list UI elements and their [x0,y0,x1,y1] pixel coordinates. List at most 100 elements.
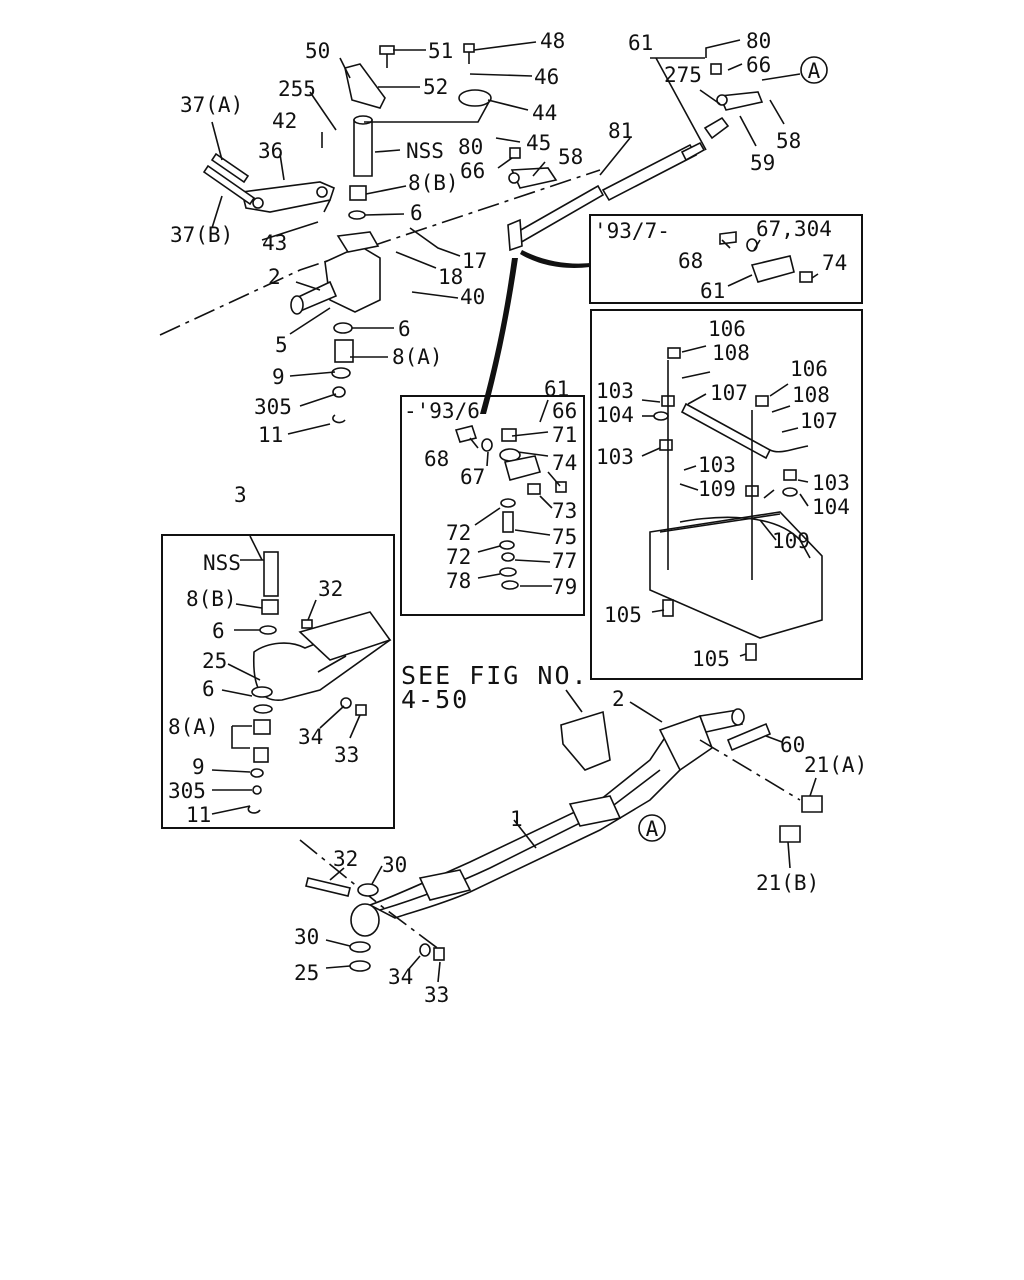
label-37b: 37(B) [170,223,233,247]
washer-6-upper [348,210,366,220]
label-nss-box3: NSS [203,551,241,575]
label-32-box3: 32 [318,577,343,601]
axle-beam-1 [350,708,772,937]
label-6-box3-a: 6 [212,619,225,643]
label-67: 67 [460,465,485,489]
label-50: 50 [305,39,330,63]
label-72-a: 72 [446,521,471,545]
label-106-b: 106 [790,357,828,381]
inset-box-93-7 [589,214,863,304]
label-275: 275 [664,63,702,87]
bolt-48 [463,43,475,64]
label-2-bottom: 2 [612,687,625,711]
label-51: 51 [428,39,453,63]
label-106-a: 106 [708,317,746,341]
label-34-bottom: 34 [388,965,413,989]
label-61-box-a: 61 [700,279,725,303]
label-6-top: 6 [410,201,423,225]
label-103-a: 103 [596,379,634,403]
bushing-8b-upper [349,185,367,201]
inset-box-axle-3 [161,534,395,829]
label-45: 45 [526,131,551,155]
label-107-b: 107 [800,409,838,433]
inset-93-6-parts [454,425,567,590]
label-255: 255 [278,77,316,101]
label-18: 18 [438,265,463,289]
label-40: 40 [460,285,485,309]
tie-rod-rod [507,184,605,252]
drag-link-81 [601,116,730,202]
label-52: 52 [423,75,448,99]
label-25-box3: 25 [202,649,227,673]
label-305-knuckle: 305 [254,395,292,419]
bracket-50 [344,63,386,109]
label-11-box3: 11 [186,803,211,827]
label-60: 60 [780,733,805,757]
kingpin-lower-parts [331,322,354,424]
axle-bottom-parts [305,710,823,972]
inset-box-stabilizer [590,309,863,680]
tie-rod-end-58-right [716,91,764,111]
label-68-box-b: 68 [424,447,449,471]
label-9-knuckle: 9 [272,365,285,389]
label-33-box3: 33 [334,743,359,767]
label-11-knuckle: 11 [258,423,283,447]
label-32-bottom: 32 [333,847,358,871]
bolts-37 [202,152,256,206]
label-109-b: 109 [772,529,810,553]
label-105-a: 105 [604,603,642,627]
label-67-304: 67,304 [756,217,832,241]
label-66-top: 66 [746,53,771,77]
label-104-b: 104 [812,495,850,519]
label-66-mid: 66 [460,159,485,183]
label-44: 44 [532,101,557,125]
label-75: 75 [552,525,577,549]
label-33-bottom: 33 [424,983,449,1007]
label-8a-box3: 8(A) [168,715,219,739]
stabilizer-parts [649,347,823,661]
label-42: 42 [272,109,297,133]
label-71: 71 [552,423,577,447]
label-box-93-7: '93/7- [594,219,670,243]
label-nss-top: NSS [406,139,444,163]
label-59: 59 [750,151,775,175]
label-81: 81 [608,119,633,143]
label-36: 36 [258,139,283,163]
see-fig-line2: 4-50 [401,685,469,714]
label-80-mid: 80 [458,135,483,159]
label-30-bottom-b: 30 [294,925,319,949]
label-2-top: 2 [268,265,281,289]
label-66-box-b: 66 [552,399,577,423]
label-103-b: 103 [596,445,634,469]
label-74-box-a: 74 [822,251,847,275]
label-61-top: 61 [628,31,653,55]
label-5: 5 [275,333,288,357]
label-108-a: 108 [712,341,750,365]
inset-3-parts [247,551,392,814]
label-68-box-a: 68 [678,249,703,273]
label-73: 73 [552,499,577,523]
label-105-b: 105 [692,647,730,671]
label-9-box3: 9 [192,755,205,779]
marker-a-circle-bottom [638,814,666,842]
centerline-right [699,739,801,801]
marker-a-circle-top [800,56,828,84]
knuckle-arm-36 [241,181,335,213]
king-pin-nss [353,115,373,177]
label-74-box-b: 74 [552,451,577,475]
marker-a-bottom: A [646,817,659,841]
centerline-upper [159,169,601,336]
label-1: 1 [510,807,523,831]
label-109-a: 109 [698,477,736,501]
label-77: 77 [552,549,577,573]
marker-a-top: A [808,59,821,83]
label-107-a: 107 [710,381,748,405]
label-103-d: 103 [812,471,850,495]
label-21b: 21(B) [756,871,819,895]
centerline-lower [299,839,441,951]
label-6-box3-b: 6 [202,677,215,701]
label-46: 46 [534,65,559,89]
label-103-c: 103 [698,453,736,477]
label-48: 48 [540,29,565,53]
